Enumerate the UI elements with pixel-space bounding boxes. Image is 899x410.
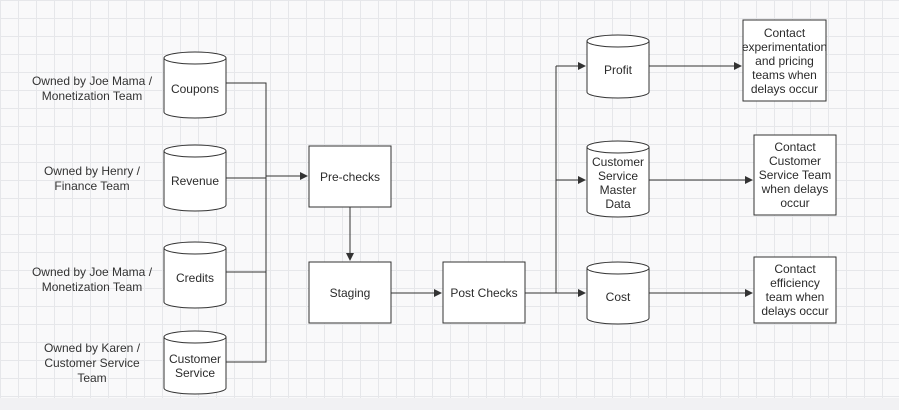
owner-label-coupons: Owned by Joe Mama /Monetization Team [31,74,153,103]
cylinder-profit[interactable] [586,34,650,99]
box-contact-cs[interactable] [753,134,837,216]
label-revenue: Revenue [170,174,220,188]
label-coupons: Coupons [170,82,220,96]
box-prechecks[interactable] [308,145,392,208]
label-postchecks: Post Checks [450,285,518,300]
box-staging[interactable] [308,261,392,324]
canvas-bottom-strip [0,398,899,410]
owner-label-credits: Owned by Joe Mama /Monetization Team [31,265,153,294]
label-cost: Cost [605,290,631,304]
connector-sources-bus [226,82,267,363]
label-credits: Credits [175,271,214,285]
label-staging: Staging [329,285,371,300]
cylinder-coupons[interactable] [163,51,227,119]
cylinder-customer-service[interactable] [163,330,227,395]
label-prechecks: Pre-checks [319,169,381,184]
cylinder-revenue[interactable] [163,144,227,212]
owner-label-revenue: Owned by Henry /Finance Team [43,164,141,193]
label-profit: Profit [603,63,632,77]
box-contact-profit[interactable] [742,19,827,102]
cylinder-cs-master-data[interactable] [586,140,650,218]
box-contact-cost[interactable] [753,256,837,324]
cylinder-cost[interactable] [586,261,650,325]
box-postchecks[interactable] [442,261,526,324]
cylinder-credits[interactable] [163,241,227,309]
